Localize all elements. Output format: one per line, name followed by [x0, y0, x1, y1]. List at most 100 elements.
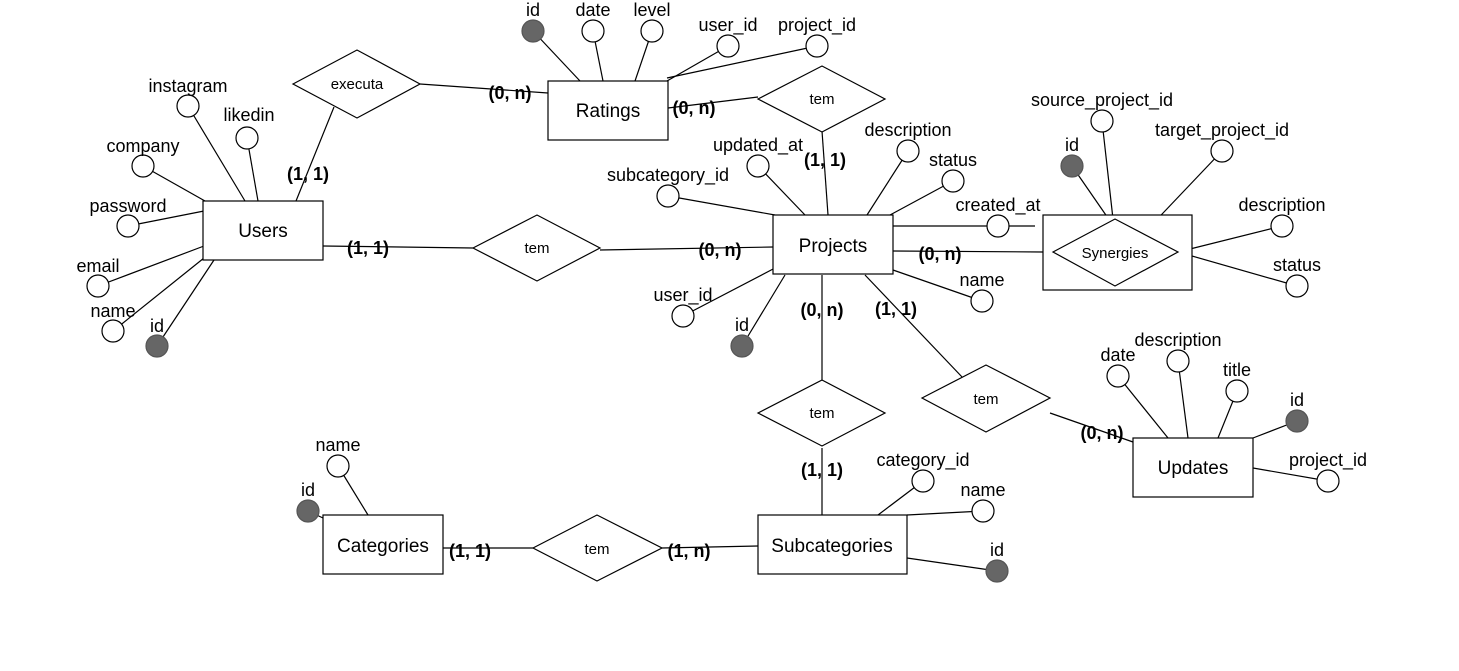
- cardinality-ratings-tem: (0, n): [673, 98, 716, 118]
- attribute-label: name: [959, 270, 1004, 290]
- attribute-synergies-source-project-id: source_project_id: [1031, 90, 1173, 133]
- attribute-label: instagram: [148, 76, 227, 96]
- attribute-ratings-user-id: user_id: [698, 15, 758, 58]
- cardinality-subcategories-tem-categories: (1, n): [668, 541, 711, 561]
- attribute-label: id: [990, 540, 1004, 560]
- attribute-categories-id-key: id: [296, 480, 320, 523]
- attribute-label: id: [735, 315, 749, 335]
- entity-label: Updates: [1158, 458, 1229, 479]
- entity-categories: Categories: [322, 514, 444, 575]
- entity-label: Subcategories: [771, 536, 892, 557]
- cardinality-users-tem: (1, 1): [347, 238, 389, 258]
- attribute-ratings-id-key: id: [521, 0, 545, 43]
- attribute-label: project_id: [778, 15, 856, 36]
- cardinality-projects-tem-ratings: (1, 1): [804, 150, 846, 170]
- attribute-projects-subcategory-id: subcategory_id: [607, 165, 729, 208]
- attribute-synergies-description: description: [1238, 195, 1326, 238]
- attribute-subcategories-id-key: id: [985, 540, 1009, 583]
- cardinality-projects-tem-updates: (1, 1): [875, 299, 917, 319]
- attribute-label: id: [1065, 135, 1079, 155]
- attribute-label: target_project_id: [1155, 120, 1289, 141]
- attribute-users-password: password: [89, 196, 167, 238]
- relationship-label: tem: [809, 405, 834, 422]
- attribute-projects-created-at: created_at: [955, 195, 1041, 238]
- attribute-label: status: [929, 150, 977, 170]
- attribute-updates-description: description: [1134, 330, 1222, 373]
- attribute-projects-user-id: user_id: [653, 285, 713, 328]
- attribute-label: description: [864, 120, 951, 140]
- attribute-label: description: [1238, 195, 1325, 215]
- attribute-label: id: [1290, 390, 1304, 410]
- attribute-label: email: [76, 256, 119, 276]
- attribute-projects-updated-at: updated_at: [713, 135, 803, 178]
- attribute-users-likedin: likedin: [223, 105, 275, 150]
- attribute-label: created_at: [955, 195, 1040, 216]
- attribute-label: company: [106, 136, 179, 156]
- relationship-tem-projects-updates: tem: [920, 364, 1052, 433]
- entity-label: Projects: [799, 236, 868, 257]
- attribute-label: date: [1100, 345, 1135, 365]
- attribute-users-name: name: [90, 301, 136, 343]
- attribute-label: updated_at: [713, 135, 803, 156]
- relationship-label: tem: [584, 541, 609, 558]
- relationship-tem-projects-subcategories: tem: [756, 379, 887, 447]
- entity-users: Users: [202, 200, 324, 261]
- cardinality-projects-synergies: (0, n): [919, 244, 962, 264]
- cardinality-subcategories-tem-projects: (1, 1): [801, 460, 843, 480]
- relationship-label: tem: [809, 91, 834, 108]
- attribute-label: status: [1273, 255, 1321, 275]
- attribute-label: likedin: [223, 105, 274, 125]
- cardinality-users-executa: (1, 1): [287, 164, 329, 184]
- attribute-label: description: [1134, 330, 1221, 350]
- attribute-label: date: [575, 0, 610, 20]
- relationship-tem-ratings-projects: tem: [756, 65, 887, 133]
- cardinality-updates-tem: (0, n): [1081, 423, 1124, 443]
- attribute-label: user_id: [698, 15, 757, 36]
- attribute-projects-status: status: [929, 150, 977, 193]
- entity-updates: Updates: [1132, 437, 1254, 498]
- attribute-updates-date: date: [1100, 345, 1136, 388]
- attribute-users-id-key: id: [145, 316, 169, 358]
- relationship-executa: executa: [291, 49, 422, 119]
- associative-entity-synergies: Synergies: [1042, 214, 1193, 291]
- attribute-subcategories-category-id: category_id: [876, 450, 970, 493]
- entity-projects: Projects: [772, 214, 894, 275]
- attribute-synergies-target-project-id: target_project_id: [1155, 120, 1289, 163]
- attribute-updates-title: title: [1223, 360, 1251, 403]
- attribute-label: user_id: [653, 285, 712, 306]
- relationship-tem-categories-subcategories: tem: [531, 514, 664, 582]
- attribute-label: id: [526, 0, 540, 20]
- attribute-users-company: company: [106, 136, 180, 178]
- cardinality-ratings-executa: (0, n): [489, 83, 532, 103]
- relationship-tem-users-projects: tem: [471, 214, 602, 282]
- attribute-ratings-project-id: project_id: [778, 15, 856, 58]
- attribute-categories-name: name: [315, 435, 361, 478]
- attribute-label: title: [1223, 360, 1251, 380]
- attribute-ratings-date: date: [575, 0, 611, 43]
- attribute-label: password: [89, 196, 166, 216]
- attribute-label: project_id: [1289, 450, 1367, 471]
- attribute-label: name: [315, 435, 360, 455]
- cardinality-projects-tem-users: (0, n): [699, 240, 742, 260]
- entity-label: Ratings: [576, 101, 640, 122]
- relationship-label: tem: [524, 240, 549, 257]
- attribute-projects-id-key: id: [730, 315, 754, 358]
- entity-label: Categories: [337, 536, 429, 557]
- cardinality-labels: (0, n) (0, n) (1, 1) (1, 1) (0, n) (1, 1…: [287, 83, 1124, 561]
- attribute-label: subcategory_id: [607, 165, 729, 186]
- attribute-updates-id-key: id: [1285, 390, 1309, 433]
- attribute-subcategories-name: name: [960, 480, 1006, 523]
- attribute-synergies-status: status: [1273, 255, 1321, 298]
- attribute-label: id: [301, 480, 315, 500]
- attribute-synergies-id-key: id: [1060, 135, 1084, 178]
- attribute-label: level: [633, 0, 670, 20]
- attribute-users-email: email: [76, 256, 120, 298]
- attribute-updates-project-id: project_id: [1289, 450, 1367, 493]
- entity-subcategories: Subcategories: [757, 514, 908, 575]
- attribute-label: name: [90, 301, 135, 321]
- attribute-projects-description: description: [864, 120, 952, 163]
- attribute-label: id: [150, 316, 164, 336]
- entity-ratings: Ratings: [547, 80, 669, 141]
- attribute-label: source_project_id: [1031, 90, 1173, 111]
